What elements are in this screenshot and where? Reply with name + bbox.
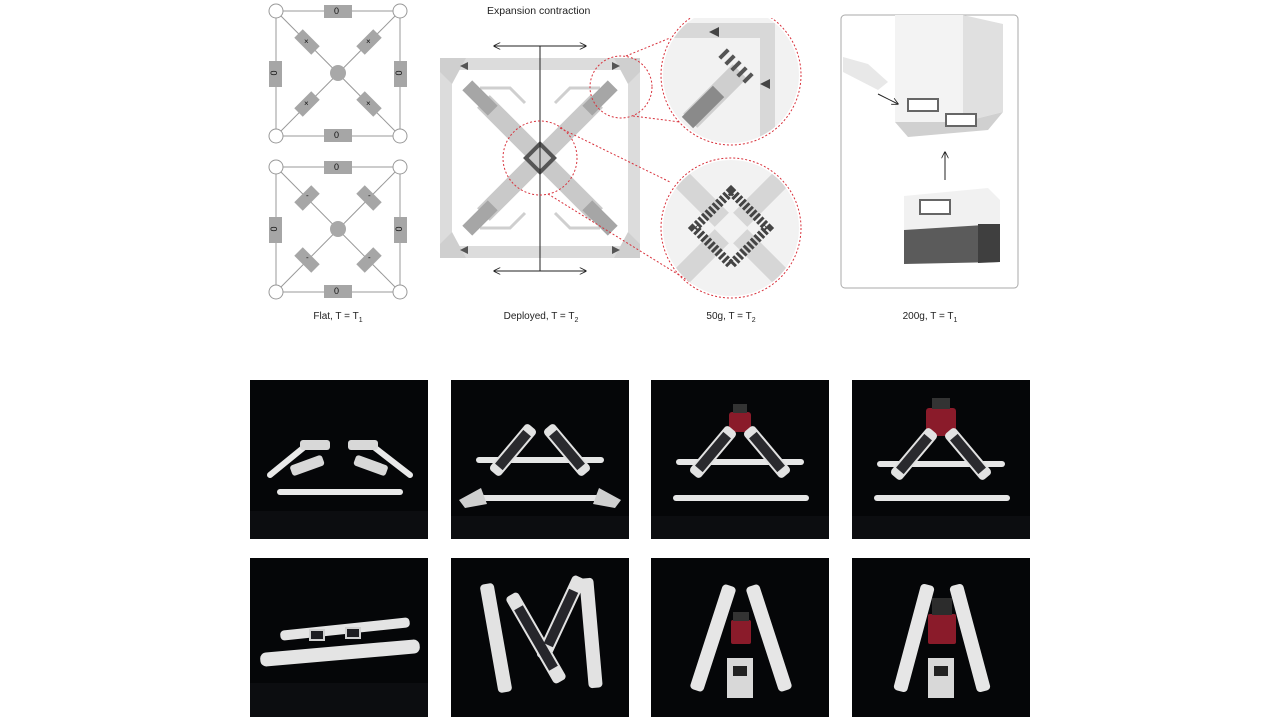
diag-label: - bbox=[306, 253, 309, 262]
deployed-mechanism-diagram bbox=[440, 18, 802, 299]
bar-label-top: 0 bbox=[334, 6, 340, 16]
photo-deployed-front bbox=[451, 380, 629, 539]
caption-flat-label: Flat, T = T bbox=[313, 311, 359, 322]
photo-50g-top bbox=[651, 558, 829, 717]
photo-50g-front bbox=[651, 380, 829, 539]
caption-deployed-label: Deployed, T = T bbox=[503, 311, 575, 322]
diag-label: × bbox=[366, 99, 371, 108]
bar-label-bottom: 0 bbox=[334, 130, 340, 140]
caption-deployed: Deployed, T = T2 bbox=[471, 311, 611, 324]
photo-flat-front bbox=[250, 380, 428, 539]
caption-200g-subscript: 1 bbox=[953, 317, 958, 324]
caption-200g-label: 200g, T = T bbox=[902, 311, 954, 322]
caption-flat-subscript: 1 bbox=[358, 317, 363, 324]
caption-50g-subscript: 2 bbox=[751, 317, 756, 324]
caption-50g-label: 50g, T = T bbox=[706, 311, 752, 322]
bar-label-left: 0 bbox=[268, 70, 279, 76]
photo-200g-top bbox=[852, 558, 1030, 717]
photo-200g-front bbox=[852, 380, 1030, 539]
photo-folding-top bbox=[451, 558, 629, 717]
caption-deployed-subscript: 2 bbox=[574, 317, 579, 324]
diag-label: - bbox=[306, 191, 309, 200]
expansion-contraction-title: Expansion contraction bbox=[487, 5, 591, 17]
photo-flat-top bbox=[250, 558, 428, 717]
bar-label-bottom: 0 bbox=[334, 286, 340, 296]
flat-schematic-bottom bbox=[268, 159, 408, 300]
diag-label: - bbox=[368, 253, 371, 262]
diag-label: - bbox=[368, 191, 371, 200]
diag-label: × bbox=[304, 37, 309, 46]
bar-label-right: 0 bbox=[393, 226, 404, 232]
caption-flat: Flat, T = T1 bbox=[268, 311, 408, 324]
diag-label: × bbox=[366, 37, 371, 46]
caption-200g: 200g, T = T1 bbox=[860, 311, 1000, 324]
load-box-diagram bbox=[840, 14, 1019, 289]
caption-50g: 50g, T = T2 bbox=[661, 311, 801, 324]
bar-label-right: 0 bbox=[393, 70, 404, 76]
flat-schematic-top bbox=[268, 3, 408, 144]
diag-label: × bbox=[304, 99, 309, 108]
bar-label-top: 0 bbox=[334, 162, 340, 172]
bar-label-left: 0 bbox=[268, 226, 279, 232]
